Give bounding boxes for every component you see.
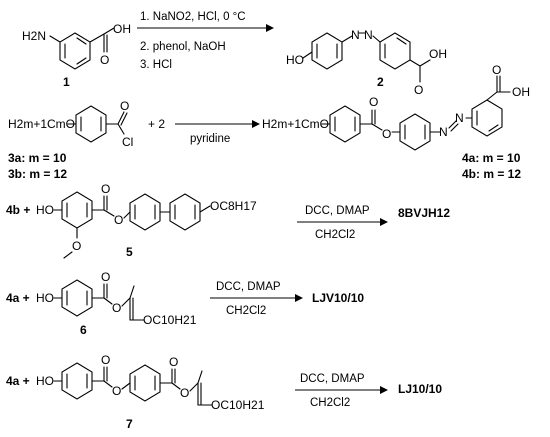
compound-6-structure: HO O O OC10H21	[36, 270, 197, 327]
compound-5-structure: HO O O O OC8H17	[36, 182, 257, 259]
amino-group-label: H2N	[22, 29, 46, 43]
alkoxy-chain-left: H2m+1CmO	[8, 117, 75, 131]
pyridine-reagent: pyridine	[190, 133, 230, 145]
label-4b: 4b: m = 12	[462, 167, 521, 181]
row5-reagent-bottom: CH2Cl2	[310, 397, 350, 409]
cpd5-ho-label: HO	[36, 203, 54, 217]
cpd7-carbonyl-o: O	[101, 353, 110, 367]
compound-7-number: 7	[126, 417, 133, 431]
cpd5-carbonyl-o: O	[101, 182, 110, 196]
ester-o-label: O	[369, 95, 378, 109]
product-ljv10-10: LJV10/10	[312, 291, 364, 305]
reaction-arrow-3-head	[380, 218, 388, 226]
compound-1-number: 1	[63, 75, 70, 89]
ester-bridge-o-label: O	[382, 127, 391, 141]
cpd7-carbonyl2-o: O	[169, 355, 178, 369]
reaction-arrow-2-head	[252, 120, 260, 128]
acyl-o-label: O	[120, 99, 129, 113]
alkoxy-chain-right: H2m+1CmO	[262, 117, 329, 131]
row4-reagent-top: DCC, DMAP	[216, 281, 281, 293]
carboxyl-o-label: O	[100, 53, 109, 67]
reaction-arrow-4-head	[295, 294, 303, 302]
step-1-conditions: 1. NaNO2, HCl, 0 °C	[140, 11, 246, 23]
cpd5-ester-o: O	[114, 213, 123, 227]
row5-start-material: 4a +	[6, 374, 30, 388]
azo-n4-label: N	[455, 111, 464, 125]
compound-7-structure: HO O O O O OC10H21	[36, 353, 265, 412]
acid2-oh-label: OH	[512, 85, 530, 99]
acid-oh-label: OH	[429, 47, 447, 61]
compound-6-number: 6	[80, 323, 87, 337]
cpd6-carbonyl-o: O	[101, 270, 110, 284]
cpd6-ester-o: O	[112, 301, 121, 315]
acid2-o-label: O	[492, 63, 501, 77]
reaction-arrow-5-head	[380, 386, 388, 394]
hydroxy-label: HO	[286, 53, 304, 67]
row3-reagent-top: DCC, DMAP	[305, 205, 370, 217]
compound-2-number: 2	[377, 75, 384, 89]
acid-o-label: O	[414, 83, 423, 97]
cpd6-ho-label: HO	[36, 291, 54, 305]
row4-reagent-bottom: CH2Cl2	[226, 305, 266, 317]
product-lj10-10: LJ10/10	[398, 382, 442, 396]
carboxyl-oh-label: OH	[113, 22, 131, 36]
azo-n2-label: N	[364, 28, 373, 42]
compound-2-structure: HO N N OH O	[286, 28, 447, 97]
reaction-arrow-1-head	[266, 24, 274, 32]
step-2-conditions: 2. phenol, NaOH	[140, 41, 226, 53]
cpd7-ho-label: HO	[36, 374, 54, 388]
chloride-label: Cl	[122, 135, 133, 149]
compound-3-structure: H2m+1CmO O Cl	[8, 99, 133, 149]
row4-start-material: 4a +	[6, 291, 30, 305]
octyloxy-chain: OC8H17	[210, 199, 257, 213]
product-8bvjh12: 8BVJH12	[398, 206, 450, 220]
stoichiometry-plus-2: + 2	[148, 117, 165, 131]
row3-reagent-bottom: CH2Cl2	[315, 229, 355, 241]
step-3-conditions: 3. HCl	[140, 59, 172, 71]
compound-1-structure: H2N OH O	[22, 22, 131, 70]
label-4a: 4a: m = 10	[462, 151, 521, 165]
row5-reagent-top: DCC, DMAP	[300, 373, 365, 385]
compound-4-structure: H2m+1CmO O O N N O OH	[262, 63, 530, 151]
label-3a: 3a: m = 10	[8, 151, 67, 165]
azo-n1-label: N	[351, 28, 360, 42]
cpd7-ester-o: O	[112, 384, 121, 398]
compound-5-number: 5	[126, 245, 133, 259]
row3-start-material: 4b +	[6, 203, 30, 217]
methoxy-o-label: O	[72, 239, 81, 253]
azo-n3-label: N	[439, 125, 448, 139]
label-3b: 3b: m = 12	[8, 167, 67, 181]
cpd6-decyloxy: OC10H21	[143, 313, 197, 327]
cpd7-decyloxy: OC10H21	[211, 398, 265, 412]
cpd7-ester2-o: O	[180, 386, 189, 400]
